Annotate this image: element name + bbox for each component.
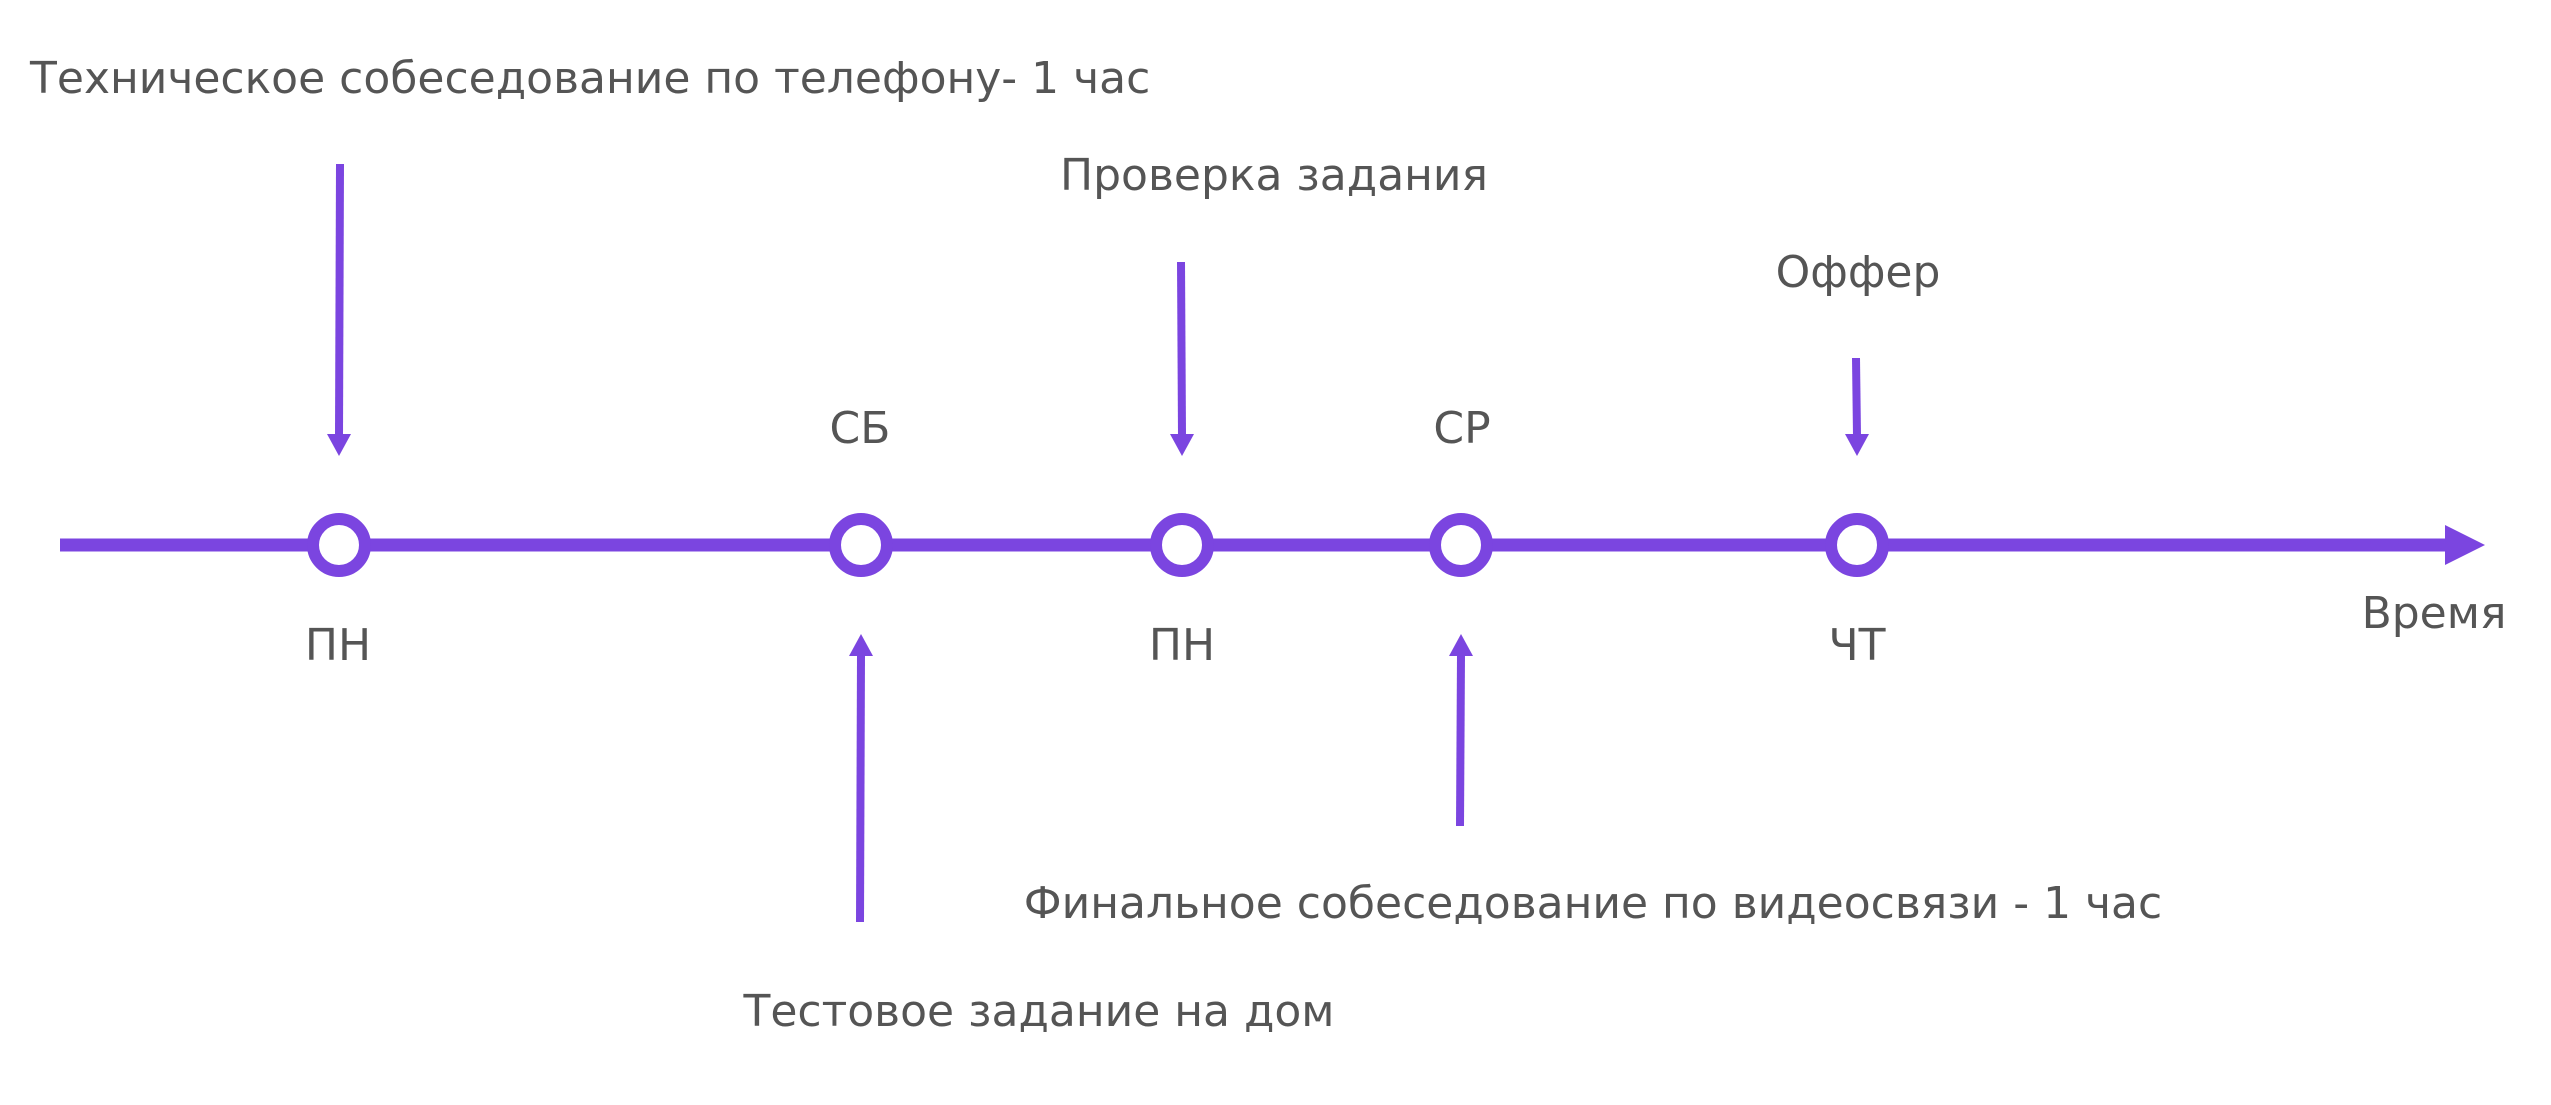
arrow-task-review — [1177, 261, 1186, 437]
day-label-thu: ЧТ — [1828, 620, 1885, 671]
arrow-tech-interview — [335, 163, 344, 437]
day-label-mon2: ПН — [1149, 620, 1215, 671]
milestone-wed — [1429, 513, 1493, 577]
arrow-final-interview — [1456, 653, 1465, 827]
arrow-final-interview-head — [1449, 634, 1473, 656]
milestone-thu — [1825, 513, 1889, 577]
arrow-home-task — [856, 653, 865, 923]
timeline-axis-arrowhead — [2445, 525, 2485, 565]
arrow-tech-interview-head — [327, 434, 351, 456]
axis-label-time: Время — [2362, 588, 2507, 639]
event-label-tech-interview: Техническое собеседование по телефону- 1… — [29, 53, 1150, 104]
event-label-task-review: Проверка задания — [1060, 150, 1488, 201]
event-label-offer: Оффер — [1776, 247, 1941, 298]
arrow-task-review-head — [1170, 434, 1194, 456]
arrow-home-task-head — [849, 634, 873, 656]
milestone-sat — [829, 513, 893, 577]
day-label-sat: СБ — [830, 403, 891, 454]
arrow-offer-head — [1845, 434, 1869, 456]
event-label-final-interview: Финальное собеседование по видеосвязи - … — [1024, 878, 2162, 929]
day-label-mon1: ПН — [305, 620, 371, 671]
arrow-offer — [1852, 357, 1861, 437]
event-label-home-task: Тестовое задание на дом — [742, 986, 1334, 1037]
milestone-mon2 — [1150, 513, 1214, 577]
day-label-wed: СР — [1433, 403, 1490, 454]
milestone-mon1 — [307, 513, 371, 577]
